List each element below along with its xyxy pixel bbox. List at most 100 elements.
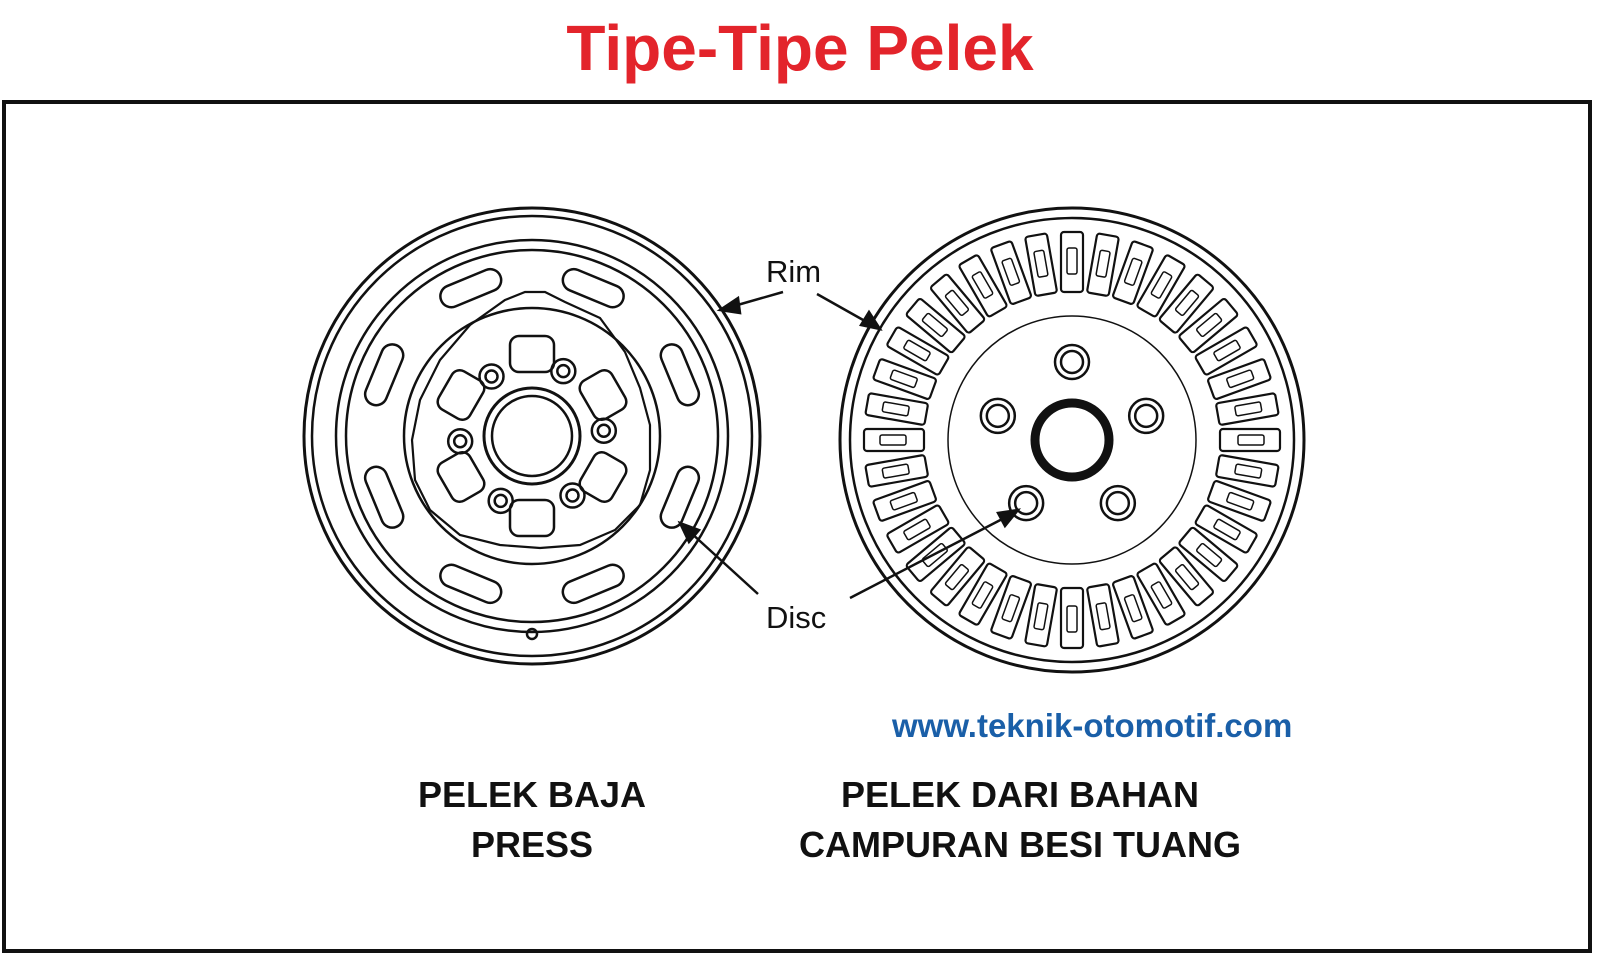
- website-watermark: www.teknik-otomotif.com: [892, 707, 1293, 744]
- spoke-slot: [1095, 602, 1111, 631]
- lug-boss: [508, 334, 556, 374]
- spoke-slot: [1150, 271, 1173, 299]
- alloy-wheel: [838, 206, 1306, 674]
- spoke-slot: [1001, 594, 1021, 623]
- spoke-block: [864, 392, 929, 426]
- spoke-block: [886, 326, 950, 376]
- vent-slot: [363, 465, 405, 529]
- lug-nut-center: [493, 493, 508, 509]
- spoke-block: [1086, 232, 1120, 297]
- spoke-block: [872, 480, 937, 522]
- spoke-slot: [1174, 564, 1200, 591]
- spoke-slot: [903, 518, 931, 541]
- lug-hole: [979, 397, 1017, 435]
- spoke-slot: [1066, 605, 1078, 633]
- steel-wheel-caption-line2: PRESS: [470, 824, 594, 865]
- spoke-block: [930, 546, 986, 607]
- lug-nut-center: [484, 369, 499, 384]
- lug-hole: [1053, 343, 1091, 381]
- vent-slot: [439, 563, 503, 605]
- lug-boss: [508, 498, 556, 538]
- spoke-block: [1207, 358, 1272, 400]
- rim-label: Rim: [766, 254, 822, 289]
- spoke-block: [1136, 254, 1186, 318]
- spoke-slot: [921, 312, 948, 338]
- spoke-slot: [921, 542, 948, 568]
- lug-hole-inner: [1059, 349, 1085, 375]
- lug-hole-inner: [1105, 490, 1131, 516]
- lug-nut-center: [452, 434, 468, 449]
- leader-lines: [677, 290, 1022, 600]
- spoke-slot: [1066, 247, 1078, 275]
- spoke-slot: [1226, 491, 1255, 511]
- page-title: Tipe-Tipe Pelek: [566, 12, 1034, 84]
- spoke-slot: [944, 564, 970, 591]
- alloy-spokes: [862, 230, 1282, 650]
- lug-nut: [559, 482, 586, 509]
- lug-boss: [578, 368, 628, 422]
- alloy-wheel-caption-line2: CAMPURAN BESI TUANG: [798, 824, 1241, 865]
- vent-slot: [561, 267, 625, 309]
- spoke-slot: [1150, 581, 1173, 609]
- spoke-block: [1024, 583, 1058, 648]
- vent-slot: [439, 267, 503, 309]
- spoke-slot: [1033, 249, 1049, 278]
- vent-slot: [363, 343, 405, 407]
- spoke-block: [1086, 583, 1120, 648]
- spoke-slot: [1196, 542, 1223, 568]
- spoke-block: [905, 298, 966, 354]
- steel-wheel: [302, 206, 762, 666]
- spoke-block: [1112, 240, 1154, 305]
- steel-wheel-caption-line1: PELEK BAJA: [417, 774, 647, 815]
- spoke-block: [958, 254, 1008, 318]
- spoke-block: [1215, 392, 1280, 426]
- spoke-block: [886, 504, 950, 554]
- spoke-slot: [881, 463, 910, 479]
- spoke-slot: [1213, 518, 1241, 541]
- spoke-block: [958, 562, 1008, 626]
- lug-nuts: [436, 334, 628, 538]
- spoke-slot: [1234, 463, 1263, 479]
- alloy-wheel-caption: PELEK DARI BAHAN CAMPURAN BESI TUANG: [760, 770, 1280, 870]
- lug-nut-center: [596, 423, 612, 438]
- lug-nut: [590, 417, 618, 444]
- center-bore: [1030, 398, 1114, 482]
- spoke-slot: [1123, 257, 1143, 286]
- lug-nut-center: [556, 363, 571, 379]
- lug-nut-center: [565, 488, 580, 503]
- spoke-block: [1158, 273, 1214, 334]
- spoke-slot: [1001, 257, 1021, 286]
- lug-nut: [550, 357, 577, 385]
- spoke-slot: [971, 271, 994, 299]
- spoke-slot: [889, 369, 918, 389]
- spoke-block: [1059, 230, 1085, 294]
- spoke-block: [1059, 586, 1085, 650]
- spoke-block: [1158, 546, 1214, 607]
- spoke-slot: [903, 339, 931, 362]
- spoke-slot: [1234, 401, 1263, 417]
- vent-slot: [659, 343, 701, 407]
- spoke-block: [990, 240, 1032, 305]
- lug-nut: [478, 363, 505, 390]
- spoke-block: [1136, 562, 1186, 626]
- spoke-slot: [879, 434, 907, 446]
- steel-disc: [410, 290, 652, 550]
- spoke-block: [1215, 454, 1280, 488]
- spoke-block: [862, 427, 926, 453]
- spoke-block: [1024, 232, 1058, 297]
- spoke-slot: [1196, 312, 1223, 338]
- alloy-wheel-caption-line1: PELEK DARI BAHAN: [840, 774, 1199, 815]
- disc-label: Disc: [766, 600, 827, 635]
- spoke-slot: [971, 581, 994, 609]
- spoke-block: [1194, 504, 1258, 554]
- spoke-slot: [1237, 434, 1265, 446]
- spoke-block: [930, 273, 986, 334]
- lug-holes: [979, 343, 1165, 522]
- spoke-block: [864, 454, 929, 488]
- spoke-slot: [1174, 289, 1200, 316]
- spoke-slot: [1123, 594, 1143, 623]
- lug-boss: [578, 450, 628, 504]
- spoke-slot: [1213, 339, 1241, 362]
- spoke-slot: [1033, 602, 1049, 631]
- spoke-block: [1218, 427, 1282, 453]
